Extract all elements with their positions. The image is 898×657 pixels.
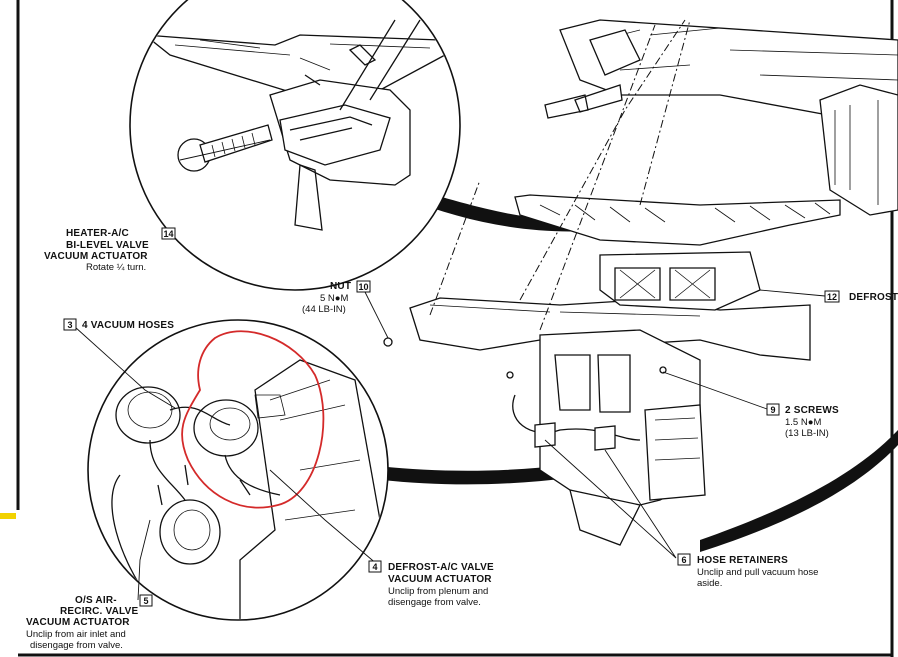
callout-14-title-1: HEATER-A/C — [66, 228, 129, 239]
callout-10-label: NUT — [330, 281, 351, 292]
callout-3: 3 4 VACUUM HOSES — [63, 318, 174, 331]
callout-12-title: DEFROST — [849, 292, 898, 303]
detail-circle-bilevel — [129, 0, 461, 291]
callout-5-title-1: O/S AIR- — [75, 595, 117, 606]
callout-3-title: 4 VACUUM HOSES — [82, 320, 174, 331]
callout-9-box — [766, 403, 780, 416]
callout-5: O/S AIR- 5 RECIRC. VALVE VACUUM ACTUATOR… — [26, 594, 153, 651]
callout-4-number: 4 — [372, 562, 377, 572]
callout-5-number: 5 — [143, 596, 148, 606]
callout-6-title: HOSE RETAINERS — [697, 555, 788, 566]
callout-10-number: 10 — [358, 282, 368, 292]
callout-14-number: 14 — [163, 229, 173, 239]
detail-circle-hoses — [87, 319, 389, 621]
callout-6: 6 HOSE RETAINERS Unclip and pull vacuum … — [677, 553, 818, 589]
callout-9-torque-imperial: (13 LB-IN) — [785, 428, 829, 439]
callout-10-torque-metric: 5 N●M — [320, 293, 349, 304]
callout-4-title-1: DEFROST-A/C VALVE — [388, 562, 494, 573]
callout-14-title-3: VACUUM ACTUATOR — [44, 251, 148, 262]
yellow-highlight-mark — [0, 513, 16, 519]
plenum-shelf — [514, 194, 841, 246]
callout-14: HEATER-A/C 14 BI-LEVEL VALVE VACUUM ACTU… — [44, 227, 176, 273]
callout-leaders — [74, 139, 826, 601]
callout-6-note-1: Unclip and pull vacuum hose — [697, 567, 818, 578]
callout-5-title-3: VACUUM ACTUATOR — [26, 617, 130, 628]
callout-4-note-2: disengage from valve. — [388, 597, 481, 608]
callout-10-torque-imperial: (44 LB-IN) — [302, 304, 346, 315]
callout-5-title-2: RECIRC. VALVE — [60, 606, 138, 617]
callout-10-box — [356, 280, 371, 293]
callout-9-torque-metric: 1.5 N●M — [785, 417, 821, 428]
callout-6-note-2: aside. — [697, 578, 722, 589]
dash-panel-assembly — [544, 19, 898, 216]
callout-5-note-2: disengage from valve. — [30, 640, 123, 651]
callout-3-number: 3 — [67, 320, 72, 330]
callout-12-number: 12 — [827, 292, 837, 302]
callout-9-number: 9 — [770, 405, 775, 415]
callout-3-box — [63, 318, 77, 331]
callout-4-box — [368, 560, 382, 573]
callout-9-title: 2 SCREWS — [785, 405, 839, 416]
callout-4-title-2: VACUUM ACTUATOR — [388, 574, 492, 585]
callout-6-number: 6 — [681, 555, 686, 565]
callout-12: 12 DEFROST — [824, 290, 898, 303]
red-annotation-circle — [181, 330, 325, 509]
callout-14-title-2: BI-LEVEL VALVE — [66, 240, 149, 251]
callout-6-box — [677, 553, 691, 566]
callout-5-note-1: Unclip from air inlet and — [26, 629, 126, 640]
callout-5-box — [139, 594, 153, 607]
hvac-case — [383, 251, 811, 546]
callout-4-note-1: Unclip from plenum and — [388, 586, 488, 597]
callout-14-note: Rotate ¼ turn. — [86, 262, 146, 273]
exploded-guide-lines — [429, 19, 691, 331]
callout-12-box — [824, 290, 840, 303]
callout-10: NUT 10 5 N●M (44 LB-IN) — [302, 280, 371, 315]
callout-4: 4 DEFROST-A/C VALVE VACUUM ACTUATOR Uncl… — [368, 560, 494, 608]
callout-14-box — [161, 227, 176, 240]
callout-9: 9 2 SCREWS 1.5 N●M (13 LB-IN) — [766, 403, 839, 439]
